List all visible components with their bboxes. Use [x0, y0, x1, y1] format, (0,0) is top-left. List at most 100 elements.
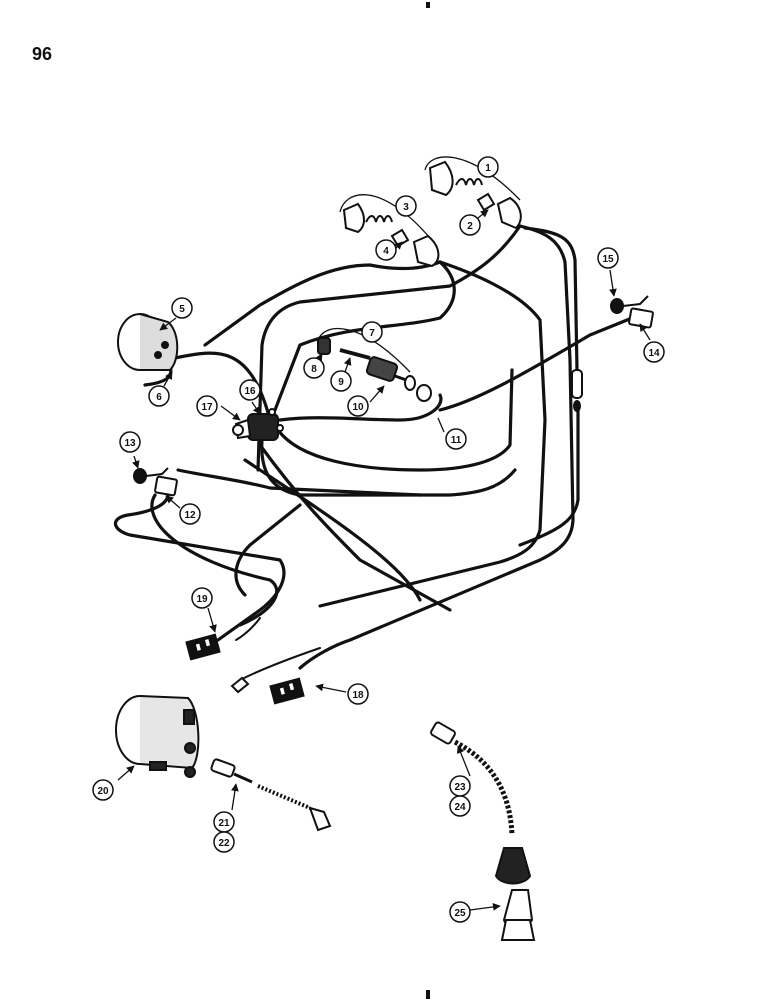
gauge-5	[117, 313, 179, 371]
lamp-lens-icon	[428, 160, 454, 197]
callout-label: 22	[218, 838, 230, 849]
callout-label: 1	[485, 163, 491, 174]
callout-21: 21	[213, 811, 235, 833]
sender-cable	[210, 758, 332, 832]
callout-label: 2	[467, 221, 473, 232]
lamp-assembly-upper	[428, 160, 522, 230]
callout-14: 14	[643, 341, 665, 363]
callout-label: 16	[244, 386, 256, 397]
switch-knob-icon	[610, 298, 624, 314]
connector-plug-icon	[269, 677, 305, 705]
callout-label: 25	[454, 908, 466, 919]
bulb-icon	[476, 192, 496, 212]
callout-label: 24	[454, 802, 466, 813]
harness-wire	[235, 617, 261, 641]
callout-9: 9	[330, 370, 352, 392]
spring-icon	[455, 178, 483, 186]
harness-wire	[239, 647, 321, 681]
callout-18: 18	[347, 683, 369, 705]
switch-knob-icon	[133, 468, 147, 484]
terminal-icon	[184, 742, 196, 754]
harness-wire	[256, 224, 522, 472]
sender-fitting-icon	[210, 758, 236, 778]
callout-label: 4	[383, 246, 389, 257]
gauge-20	[115, 695, 200, 778]
callout-15: 15	[597, 247, 619, 269]
callout-23: 23	[449, 775, 471, 797]
inline-connector-plug	[573, 400, 581, 412]
right-switch	[610, 295, 654, 329]
callout-16: 16	[239, 379, 261, 401]
left-switch	[133, 467, 178, 497]
bullet-connector-icon	[230, 676, 250, 694]
shaft-icon	[339, 348, 371, 360]
callout-24: 24	[449, 795, 471, 817]
callout-label: 6	[156, 392, 162, 403]
connector-18	[269, 677, 305, 705]
inline-connector	[571, 369, 583, 399]
callout-label: 21	[218, 818, 230, 829]
terminal-icon	[268, 408, 276, 416]
sender-stem-icon	[233, 772, 253, 784]
callout-13: 13	[119, 431, 141, 453]
callout-2: 2	[459, 214, 481, 236]
terminal-icon	[183, 709, 195, 725]
callout-label: 23	[454, 782, 466, 793]
harness-wire	[298, 224, 575, 670]
harness-wire	[273, 260, 456, 412]
callout-12: 12	[179, 503, 201, 525]
ignition-switch	[232, 408, 284, 441]
callout-label: 7	[369, 328, 375, 339]
key-ring-icon	[232, 424, 244, 436]
callout-3: 3	[395, 195, 417, 217]
terminal-icon	[154, 351, 162, 359]
callout-label: 18	[352, 690, 364, 701]
callout-6: 6	[148, 385, 170, 407]
switch-parts	[317, 337, 432, 402]
callout-20: 20	[92, 779, 114, 801]
spring-icon	[365, 215, 393, 223]
harness-wire	[318, 260, 547, 608]
lamp-socket-icon	[412, 234, 440, 268]
callout-label: 17	[201, 402, 213, 413]
gauge-bracket	[149, 761, 167, 771]
switch-body-icon	[365, 356, 399, 382]
callout-17: 17	[196, 395, 218, 417]
callout-label: 8	[311, 364, 317, 375]
switch-toggle-icon	[145, 467, 169, 477]
callout-22: 22	[213, 831, 235, 853]
callout-label: 20	[97, 786, 109, 797]
harness-wire	[243, 458, 422, 602]
nut-icon	[416, 384, 432, 402]
harness-wire	[438, 316, 634, 412]
cable-end-icon	[308, 806, 332, 832]
bracket-7	[317, 327, 411, 373]
callout-19: 19	[191, 587, 213, 609]
callout-7: 7	[361, 321, 383, 343]
switch-housing-icon	[247, 413, 279, 441]
flex-lamp	[430, 721, 536, 941]
lamp-base-flange-icon	[500, 919, 536, 941]
terminal-icon	[161, 341, 169, 349]
callout-10: 10	[347, 395, 369, 417]
harness-wire	[234, 503, 302, 597]
switch-toggle-icon	[622, 295, 649, 307]
page-number: 96	[32, 44, 53, 64]
callout-label: 5	[179, 304, 185, 315]
gauge-body	[139, 695, 200, 770]
callout-label: 15	[602, 254, 614, 265]
wiring-harness	[113, 224, 634, 681]
harness-wire	[278, 393, 443, 422]
callout-11: 11	[445, 428, 467, 450]
callout-label: 14	[648, 348, 660, 359]
flex-cable-icon	[257, 784, 311, 810]
lamp-socket-icon	[496, 196, 522, 230]
terminal-icon	[184, 766, 196, 778]
callout-5: 5	[171, 297, 193, 319]
bottom-register-mark	[426, 990, 430, 999]
harness-wire	[518, 408, 580, 547]
bracket-1	[424, 156, 521, 201]
lamp-tip-icon	[430, 721, 456, 745]
washer-icon	[404, 375, 416, 391]
